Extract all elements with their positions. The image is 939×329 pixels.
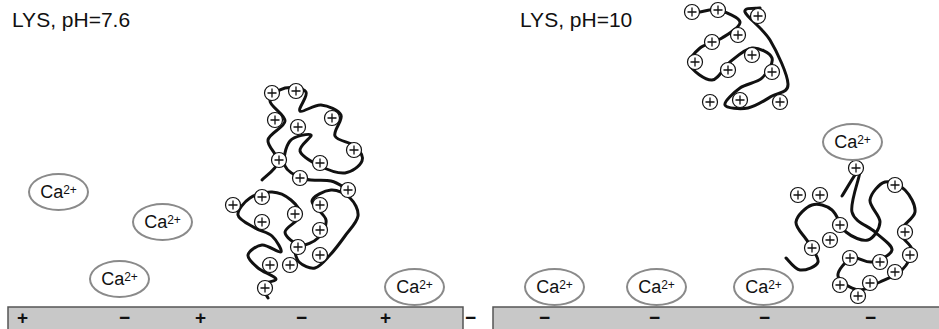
positive-charge [291, 120, 306, 135]
positive-charge [745, 48, 760, 63]
ion-charge: 2+ [63, 183, 77, 197]
surface-charge: + [195, 307, 206, 329]
ion-symbol: Ca [834, 132, 857, 153]
surface [493, 307, 939, 329]
positive-charge [291, 240, 306, 255]
ion-symbol: Ca [396, 277, 419, 298]
positive-charge [711, 3, 726, 18]
positive-charge [313, 248, 328, 263]
ion-charge: 2+ [419, 278, 433, 292]
calcium-ion: Ca2+ [89, 260, 150, 298]
positive-charge [888, 265, 903, 280]
ion-charge: 2+ [857, 133, 871, 147]
calcium-ion: Ca2+ [384, 268, 445, 306]
protein-chain [238, 8, 915, 298]
positive-charge [688, 55, 703, 70]
ion-symbol: Ca [638, 277, 661, 298]
surface-charge: + [380, 307, 391, 329]
surface-charge: − [759, 307, 770, 329]
charge-symbols [226, 3, 918, 304]
positive-charge [685, 5, 700, 20]
ion-symbol: Ca [40, 182, 63, 203]
ion-charge: 2+ [768, 278, 782, 292]
positive-charge [903, 248, 918, 263]
positive-charge [791, 188, 806, 203]
positive-charge [341, 183, 356, 198]
calcium-ion: Ca2+ [822, 123, 883, 161]
positive-charge [289, 84, 304, 99]
positive-charge [258, 281, 273, 296]
positive-charge [268, 113, 283, 128]
protein-chain [690, 8, 788, 109]
ion-symbol: Ca [101, 269, 124, 290]
ion-symbol: Ca [144, 212, 167, 233]
positive-charge [863, 276, 878, 291]
surface-charge: − [865, 307, 876, 329]
surface-charge: − [119, 307, 130, 329]
protein-chain [262, 87, 362, 188]
positive-charge [805, 241, 820, 256]
surface-charge: − [649, 307, 660, 329]
positive-charge [313, 223, 328, 238]
ion-charge: 2+ [167, 213, 181, 227]
positive-charge [765, 65, 780, 80]
ion-charge: 2+ [124, 270, 138, 284]
positive-charge [255, 215, 270, 230]
calcium-ion: Ca2+ [28, 173, 89, 211]
positive-charge [263, 258, 278, 273]
calcium-ion: Ca2+ [626, 268, 687, 306]
surface [8, 307, 463, 329]
positive-charge [833, 218, 848, 233]
positive-charge [721, 63, 736, 78]
positive-charge [823, 233, 838, 248]
positive-charge [898, 225, 913, 240]
ion-charge: 2+ [661, 278, 675, 292]
positive-charge [255, 190, 270, 205]
calcium-ion: Ca2+ [524, 268, 585, 306]
positive-charge [283, 258, 298, 273]
ion-symbol: Ca [536, 277, 559, 298]
positive-charge [325, 111, 340, 126]
panel-title: LYS, pH=10 [520, 8, 632, 32]
surface-charge: − [465, 307, 476, 329]
positive-charge [293, 171, 308, 186]
calcium-ion: Ca2+ [132, 203, 193, 241]
positive-charge [731, 28, 746, 43]
positive-charge [843, 251, 858, 266]
positive-charge [226, 198, 241, 213]
positive-charge [288, 207, 303, 222]
positive-charge [813, 188, 828, 203]
positive-charge [313, 156, 328, 171]
ion-symbol: Ca [745, 277, 768, 298]
positive-charge [265, 86, 280, 101]
positive-charge [773, 95, 788, 110]
positive-charge [347, 143, 362, 158]
protein-chain [786, 170, 915, 290]
ion-charge: 2+ [559, 278, 573, 292]
positive-charge [851, 289, 866, 304]
positive-charge [873, 255, 888, 270]
positive-charge [313, 198, 328, 213]
calcium-ion: Ca2+ [733, 268, 794, 306]
surface-charge: − [296, 307, 307, 329]
positive-charge [751, 9, 766, 24]
positive-charge [705, 35, 720, 50]
protein-chain [238, 190, 358, 298]
surface-charge: − [539, 307, 550, 329]
positive-charge [733, 93, 748, 108]
positive-charge [833, 278, 848, 293]
positive-charge [703, 95, 718, 110]
panel-title: LYS, pH=7.6 [12, 8, 130, 32]
positive-charge [849, 161, 864, 176]
surface-charge: + [17, 307, 28, 329]
positive-charge [888, 178, 903, 193]
positive-charge [272, 153, 287, 168]
